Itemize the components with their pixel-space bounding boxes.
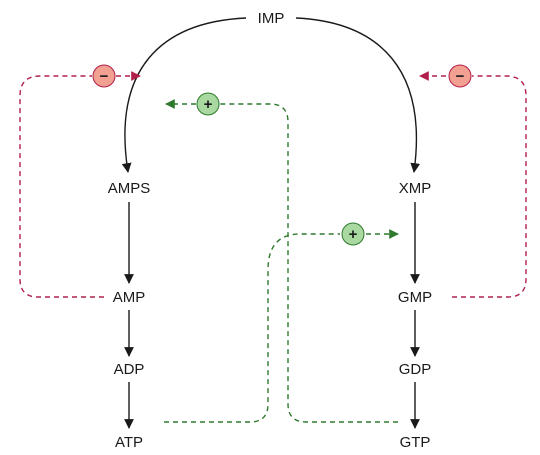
inhibition-left-sign: −	[100, 68, 109, 85]
activation-right-icon	[341, 222, 365, 246]
amp-inhibition-path	[19, 75, 104, 298]
node-amps: AMPS	[108, 180, 151, 197]
node-amps-label: AMPS	[108, 180, 151, 197]
inhibition-left-icon	[92, 64, 116, 88]
node-amp: AMP	[113, 289, 146, 306]
node-gtp-label: GTP	[400, 434, 431, 451]
activation-left-icon	[196, 92, 220, 116]
inhibition-right-sign: −	[456, 68, 465, 85]
node-gmp: GMP	[398, 289, 432, 306]
node-gdp-label: GDP	[399, 361, 432, 378]
node-amp-label: AMP	[113, 289, 146, 306]
imp-to-amps-arrow	[121, 17, 247, 173]
activation-left-sign: +	[204, 96, 213, 113]
node-xmp: XMP	[399, 180, 432, 197]
node-atp-label: ATP	[115, 434, 143, 451]
gmp-inhibition-path	[452, 75, 527, 298]
node-imp: IMP	[248, 6, 294, 28]
node-gtp: GTP	[400, 434, 431, 451]
node-xmp-label: XMP	[399, 180, 432, 197]
gtp-activation-path	[220, 103, 398, 423]
activation-right-sign: +	[349, 226, 358, 243]
imp-to-xmp-arrow	[295, 17, 421, 173]
node-gdp: GDP	[399, 361, 432, 378]
node-imp-label: IMP	[258, 10, 285, 27]
node-atp: ATP	[115, 434, 143, 451]
inhibition-right-icon	[448, 64, 472, 88]
atp-activation-path	[164, 233, 340, 423]
node-adp-label: ADP	[114, 361, 145, 378]
node-adp: ADP	[114, 361, 145, 378]
node-gmp-label: GMP	[398, 289, 432, 306]
